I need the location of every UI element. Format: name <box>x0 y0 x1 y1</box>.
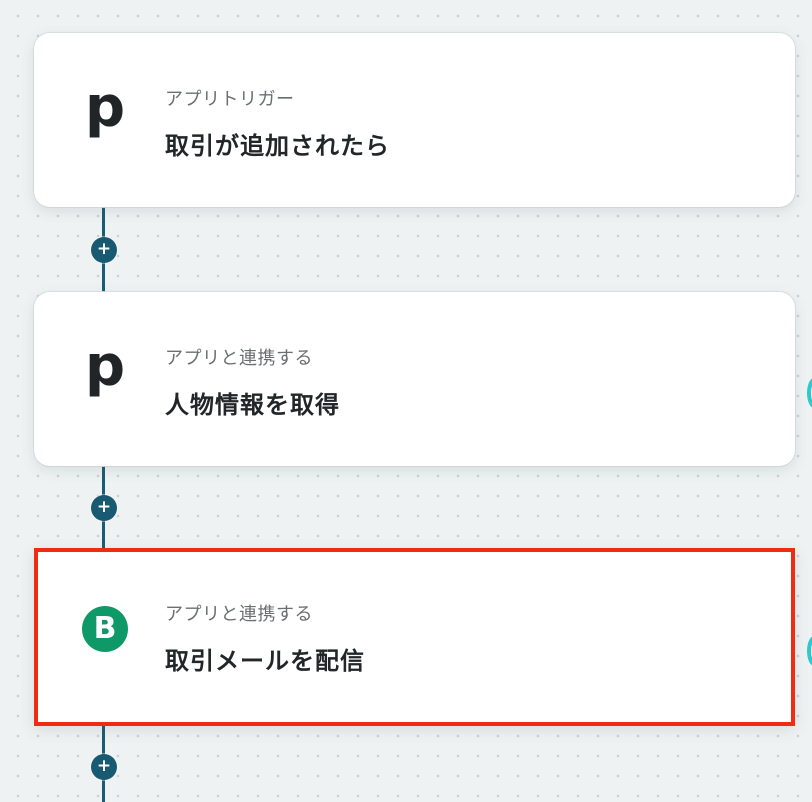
step-title: 取引が追加されたら <box>165 132 390 160</box>
pipedrive-p-icon: p <box>84 75 126 140</box>
flow-step-card-trigger[interactable]: p アプリトリガー 取引が追加されたら <box>34 33 795 207</box>
add-step-button[interactable]: + <box>91 237 117 263</box>
edge-handle-icon[interactable] <box>807 378 812 408</box>
step-type-label: アプリと連携する <box>165 604 313 625</box>
step-type-label: アプリトリガー <box>165 89 295 110</box>
add-step-button[interactable]: + <box>91 495 117 521</box>
add-step-button[interactable]: + <box>91 754 117 780</box>
flow-step-card-get-person[interactable]: p アプリと連携する 人物情報を取得 <box>34 292 795 466</box>
step-type-label: アプリと連携する <box>165 348 313 369</box>
step-title: 取引メールを配信 <box>165 647 365 675</box>
edge-handle-icon[interactable] <box>807 636 812 666</box>
flow-step-card-send-email[interactable]: B アプリと連携する 取引メールを配信 <box>34 548 795 726</box>
pipedrive-p-icon: p <box>84 334 126 399</box>
step-title: 人物情報を取得 <box>165 391 340 419</box>
brevo-b-icon: B <box>80 604 130 654</box>
